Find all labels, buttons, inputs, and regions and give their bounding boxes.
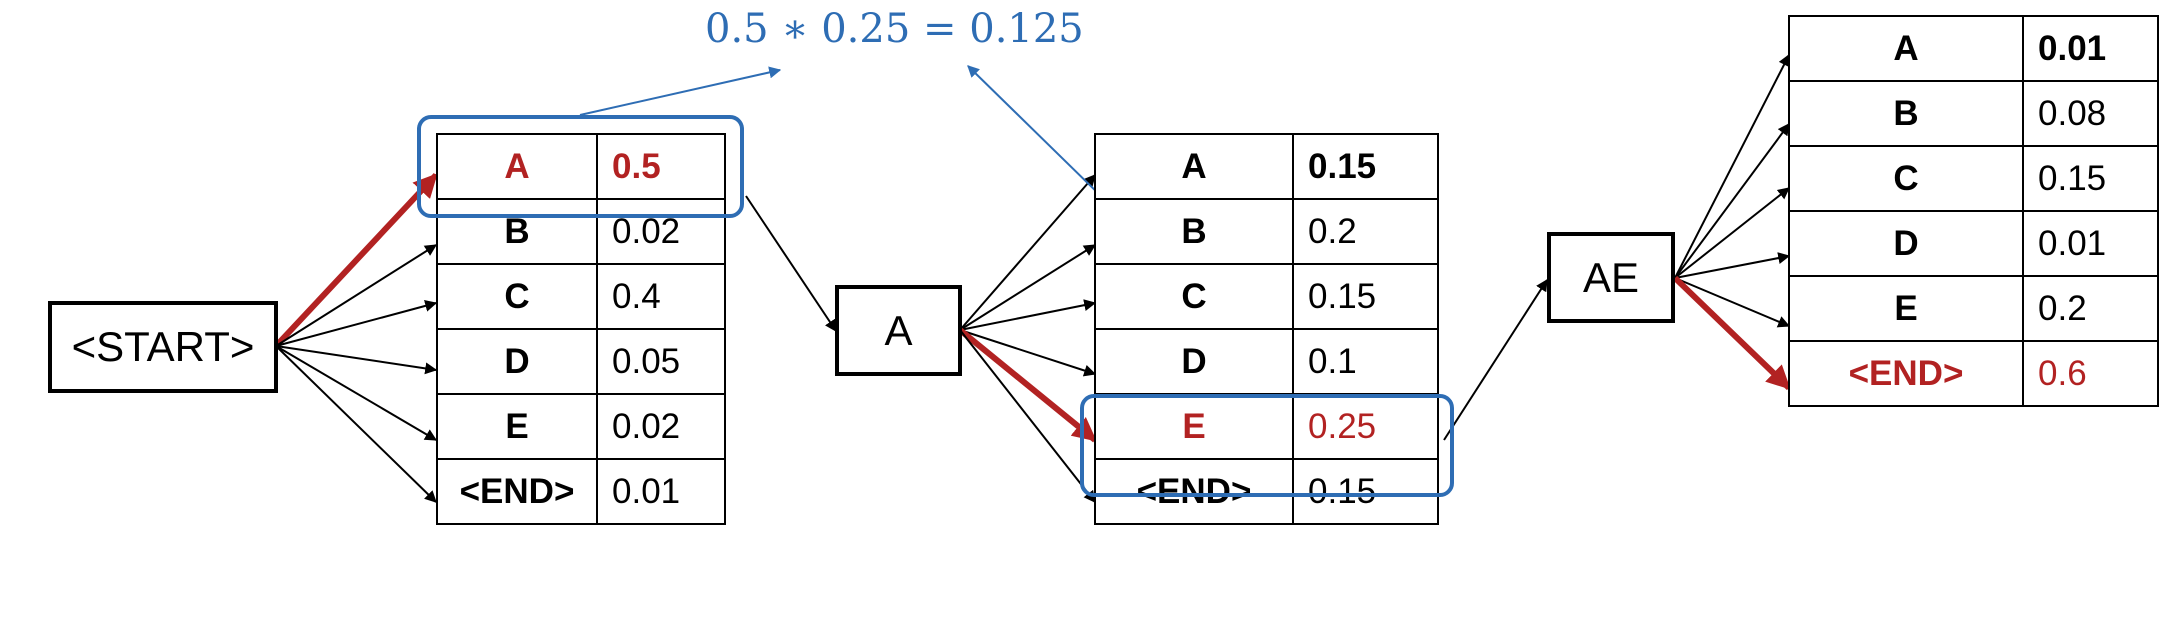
arrow-start-to-c xyxy=(275,300,438,347)
arrow-ae-to-a xyxy=(1674,53,1790,279)
probability-cell: 0.4 xyxy=(596,263,726,330)
table-row: <END>0.6 xyxy=(1788,340,2159,407)
probability-cell: 0.2 xyxy=(1292,198,1439,265)
probability-cell: 0.15 xyxy=(2022,145,2159,212)
token-cell: C xyxy=(1094,263,1294,330)
probability-cell: 0.01 xyxy=(2022,15,2159,82)
token-cell: <END> xyxy=(1788,340,2024,407)
probability-cell: 0.02 xyxy=(596,393,726,460)
probability-cell: 0.02 xyxy=(596,198,726,265)
arrow-start-to-d xyxy=(275,345,438,375)
arrow-a-to-e xyxy=(958,327,1097,443)
probability-cell: 0.01 xyxy=(2022,210,2159,277)
arrow-ae-to-end xyxy=(1672,275,1792,391)
token-cell: C xyxy=(1788,145,2024,212)
token-cell: D xyxy=(1094,328,1294,395)
probability-cell: 0.15 xyxy=(1292,133,1439,200)
arrow-a-to-end xyxy=(959,329,1096,503)
node-a: A xyxy=(835,285,962,376)
arrow-start-to-e xyxy=(275,345,438,441)
probability-cell: 0.25 xyxy=(1292,393,1439,460)
token-cell: C xyxy=(436,263,598,330)
arrow-ae-to-c xyxy=(1674,187,1790,279)
token-cell: A xyxy=(436,133,598,200)
token-cell: D xyxy=(436,328,598,395)
token-cell: B xyxy=(1788,80,2024,147)
token-cell: <END> xyxy=(436,458,598,525)
arrow-start-to-a xyxy=(273,172,439,349)
probability-cell: 0.15 xyxy=(1292,263,1439,330)
formula-connector-left xyxy=(579,66,782,116)
arrow-a-to-c xyxy=(959,299,1097,331)
probability-cell: 0.08 xyxy=(2022,80,2159,147)
start-node: <START> xyxy=(48,301,278,393)
arrow-a-to-d xyxy=(959,329,1097,377)
probability-cell: 0.2 xyxy=(2022,275,2159,342)
arrow-a-to-b xyxy=(959,244,1097,331)
probability-cell: 0.1 xyxy=(1292,328,1439,395)
probability-cell: 0.05 xyxy=(596,328,726,395)
arrow-e-row-to-node-ae xyxy=(1443,278,1548,441)
token-cell: D xyxy=(1788,210,2024,277)
arrow-start-to-end xyxy=(275,345,437,503)
table-row: <END>0.01 xyxy=(436,458,726,525)
probability-cell: 0.01 xyxy=(596,458,726,525)
node-ae: AE xyxy=(1547,232,1675,323)
arrow-ae-to-e xyxy=(1674,277,1791,328)
probability-formula: 0.5 ∗ 0.25 = 0.125 xyxy=(705,6,1084,52)
token-cell: E xyxy=(1094,393,1294,460)
token-cell: E xyxy=(436,393,598,460)
probability-cell: 0.5 xyxy=(596,133,726,200)
arrow-start-to-b xyxy=(275,244,438,347)
arrow-ae-to-d xyxy=(1674,252,1791,279)
token-cell: <END> xyxy=(1094,458,1294,525)
probability-cell: 0.6 xyxy=(2022,340,2159,407)
token-cell: A xyxy=(1094,133,1294,200)
token-cell: B xyxy=(1094,198,1294,265)
probability-cell: 0.15 xyxy=(1292,458,1439,525)
arrow-ae-to-b xyxy=(1674,123,1790,279)
arrow-a-row-to-node-a xyxy=(745,195,837,332)
token-cell: B xyxy=(436,198,598,265)
token-cell: A xyxy=(1788,15,2024,82)
arrow-a-to-a xyxy=(959,174,1096,331)
table-row: <END>0.15 xyxy=(1094,458,1439,525)
token-cell: E xyxy=(1788,275,2024,342)
